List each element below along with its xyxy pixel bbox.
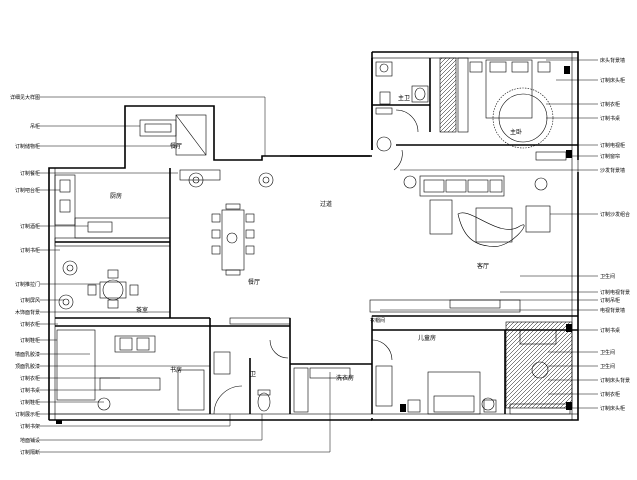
room-label-master-bedroom: 主卧	[510, 128, 522, 136]
tea-room: 茶室	[87, 269, 148, 314]
room-label-laundry: 洗衣房	[336, 374, 354, 382]
right-annotations: 床头背景墙 订制床头柜 订制衣柜 订制书桌 订制电视柜 订制窗帘 沙发背景墙 订…	[380, 57, 630, 412]
left-label-21: 订制隔断	[20, 449, 40, 456]
right-label-2: 订制床头柜	[600, 77, 625, 84]
room-label-cloak: 衣帽间	[370, 317, 385, 324]
left-label-11: 订制衣柜	[20, 321, 40, 328]
left-label-10: 木饰面背景	[15, 309, 40, 316]
room-label-study: 书房	[170, 366, 182, 374]
dining-area: 餐厅 过道	[211, 200, 332, 325]
right-label-12: 电视背景墙	[600, 307, 625, 314]
left-label-18: 订制展示柜	[15, 411, 40, 418]
right-label-17: 订制衣柜	[600, 391, 620, 398]
plant-icons	[58, 136, 495, 411]
right-label-4: 订制书桌	[600, 115, 620, 122]
left-label-9: 订制屏风	[20, 297, 40, 304]
room-label-child-room: 儿童房	[418, 334, 436, 342]
room-label-master-bath: 主卫	[398, 94, 410, 102]
room-label-hallway: 过道	[320, 200, 332, 208]
right-label-7: 沙发背景墙	[600, 167, 625, 174]
interior-walls	[54, 58, 579, 414]
right-label-13: 订制书桌	[600, 327, 620, 334]
child-room: 儿童房 衣帽间	[370, 317, 573, 415]
left-label-13: 墙面乳胶漆	[15, 351, 40, 358]
left-label-16: 订制书桌	[20, 387, 40, 394]
master-bath: 主卫	[375, 61, 429, 133]
right-label-3: 订制衣柜	[600, 101, 620, 108]
left-label-6: 订制酒柜	[20, 223, 40, 230]
right-label-18: 订制床头柜	[600, 405, 625, 412]
right-label-14: 卫生间	[600, 349, 615, 356]
right-label-8: 订制沙发组合	[600, 211, 630, 218]
room-label-guest-bath: 卫	[250, 371, 256, 378]
right-label-15: 卫生间	[600, 363, 615, 370]
left-annotations: 详细见大样图 吊柜 订制储物柜 订制餐柜 订制吧台柜 订制酒柜 订制书柜 订制推…	[10, 94, 331, 456]
right-label-1: 床头背景墙	[600, 57, 625, 64]
exterior-walls	[48, 51, 579, 421]
study: 书房	[56, 329, 205, 411]
right-label-11: 订制吊柜	[600, 297, 620, 304]
living-room: 客厅	[369, 149, 551, 313]
cloak-room: 洗衣房	[293, 339, 393, 413]
right-label-6: 订制窗帘	[600, 153, 620, 160]
left-label-15: 订制衣柜	[20, 375, 40, 382]
left-label-20: 地面铺设	[20, 437, 40, 444]
left-label-8: 订制推拉门	[15, 281, 40, 288]
right-label-16: 订制床头背景	[600, 377, 630, 384]
room-label-tea-room: 茶室	[136, 306, 148, 314]
room-label-kitchen: 厨房	[110, 192, 122, 200]
left-label-7: 订制书柜	[20, 247, 40, 254]
guest-bath: 卫	[213, 339, 289, 415]
room-label-living: 客厅	[477, 262, 489, 270]
left-label-19: 订制书架	[20, 423, 40, 430]
left-label-2: 吊柜	[30, 123, 40, 130]
master-bedroom: 主卧	[439, 57, 570, 161]
right-label-10: 订制电视背景	[600, 289, 630, 296]
left-label-17: 订制鞋柜	[20, 399, 40, 406]
left-label-12: 订制鞋柜	[20, 337, 40, 344]
room-label-dining: 餐厅	[248, 278, 260, 286]
right-label-9: 卫生间	[600, 273, 615, 280]
kitchen: 厨房 餐厅	[54, 114, 221, 239]
left-label-14: 顶面乳胶漆	[15, 363, 40, 370]
left-label-3: 订制储物柜	[15, 143, 40, 150]
left-label-4: 订制餐柜	[20, 170, 40, 177]
left-label-5: 订制吧台柜	[15, 187, 40, 194]
wall-markers	[56, 150, 572, 424]
left-label-1: 详细见大样图	[10, 94, 40, 101]
right-label-5: 订制电视柜	[600, 142, 625, 149]
